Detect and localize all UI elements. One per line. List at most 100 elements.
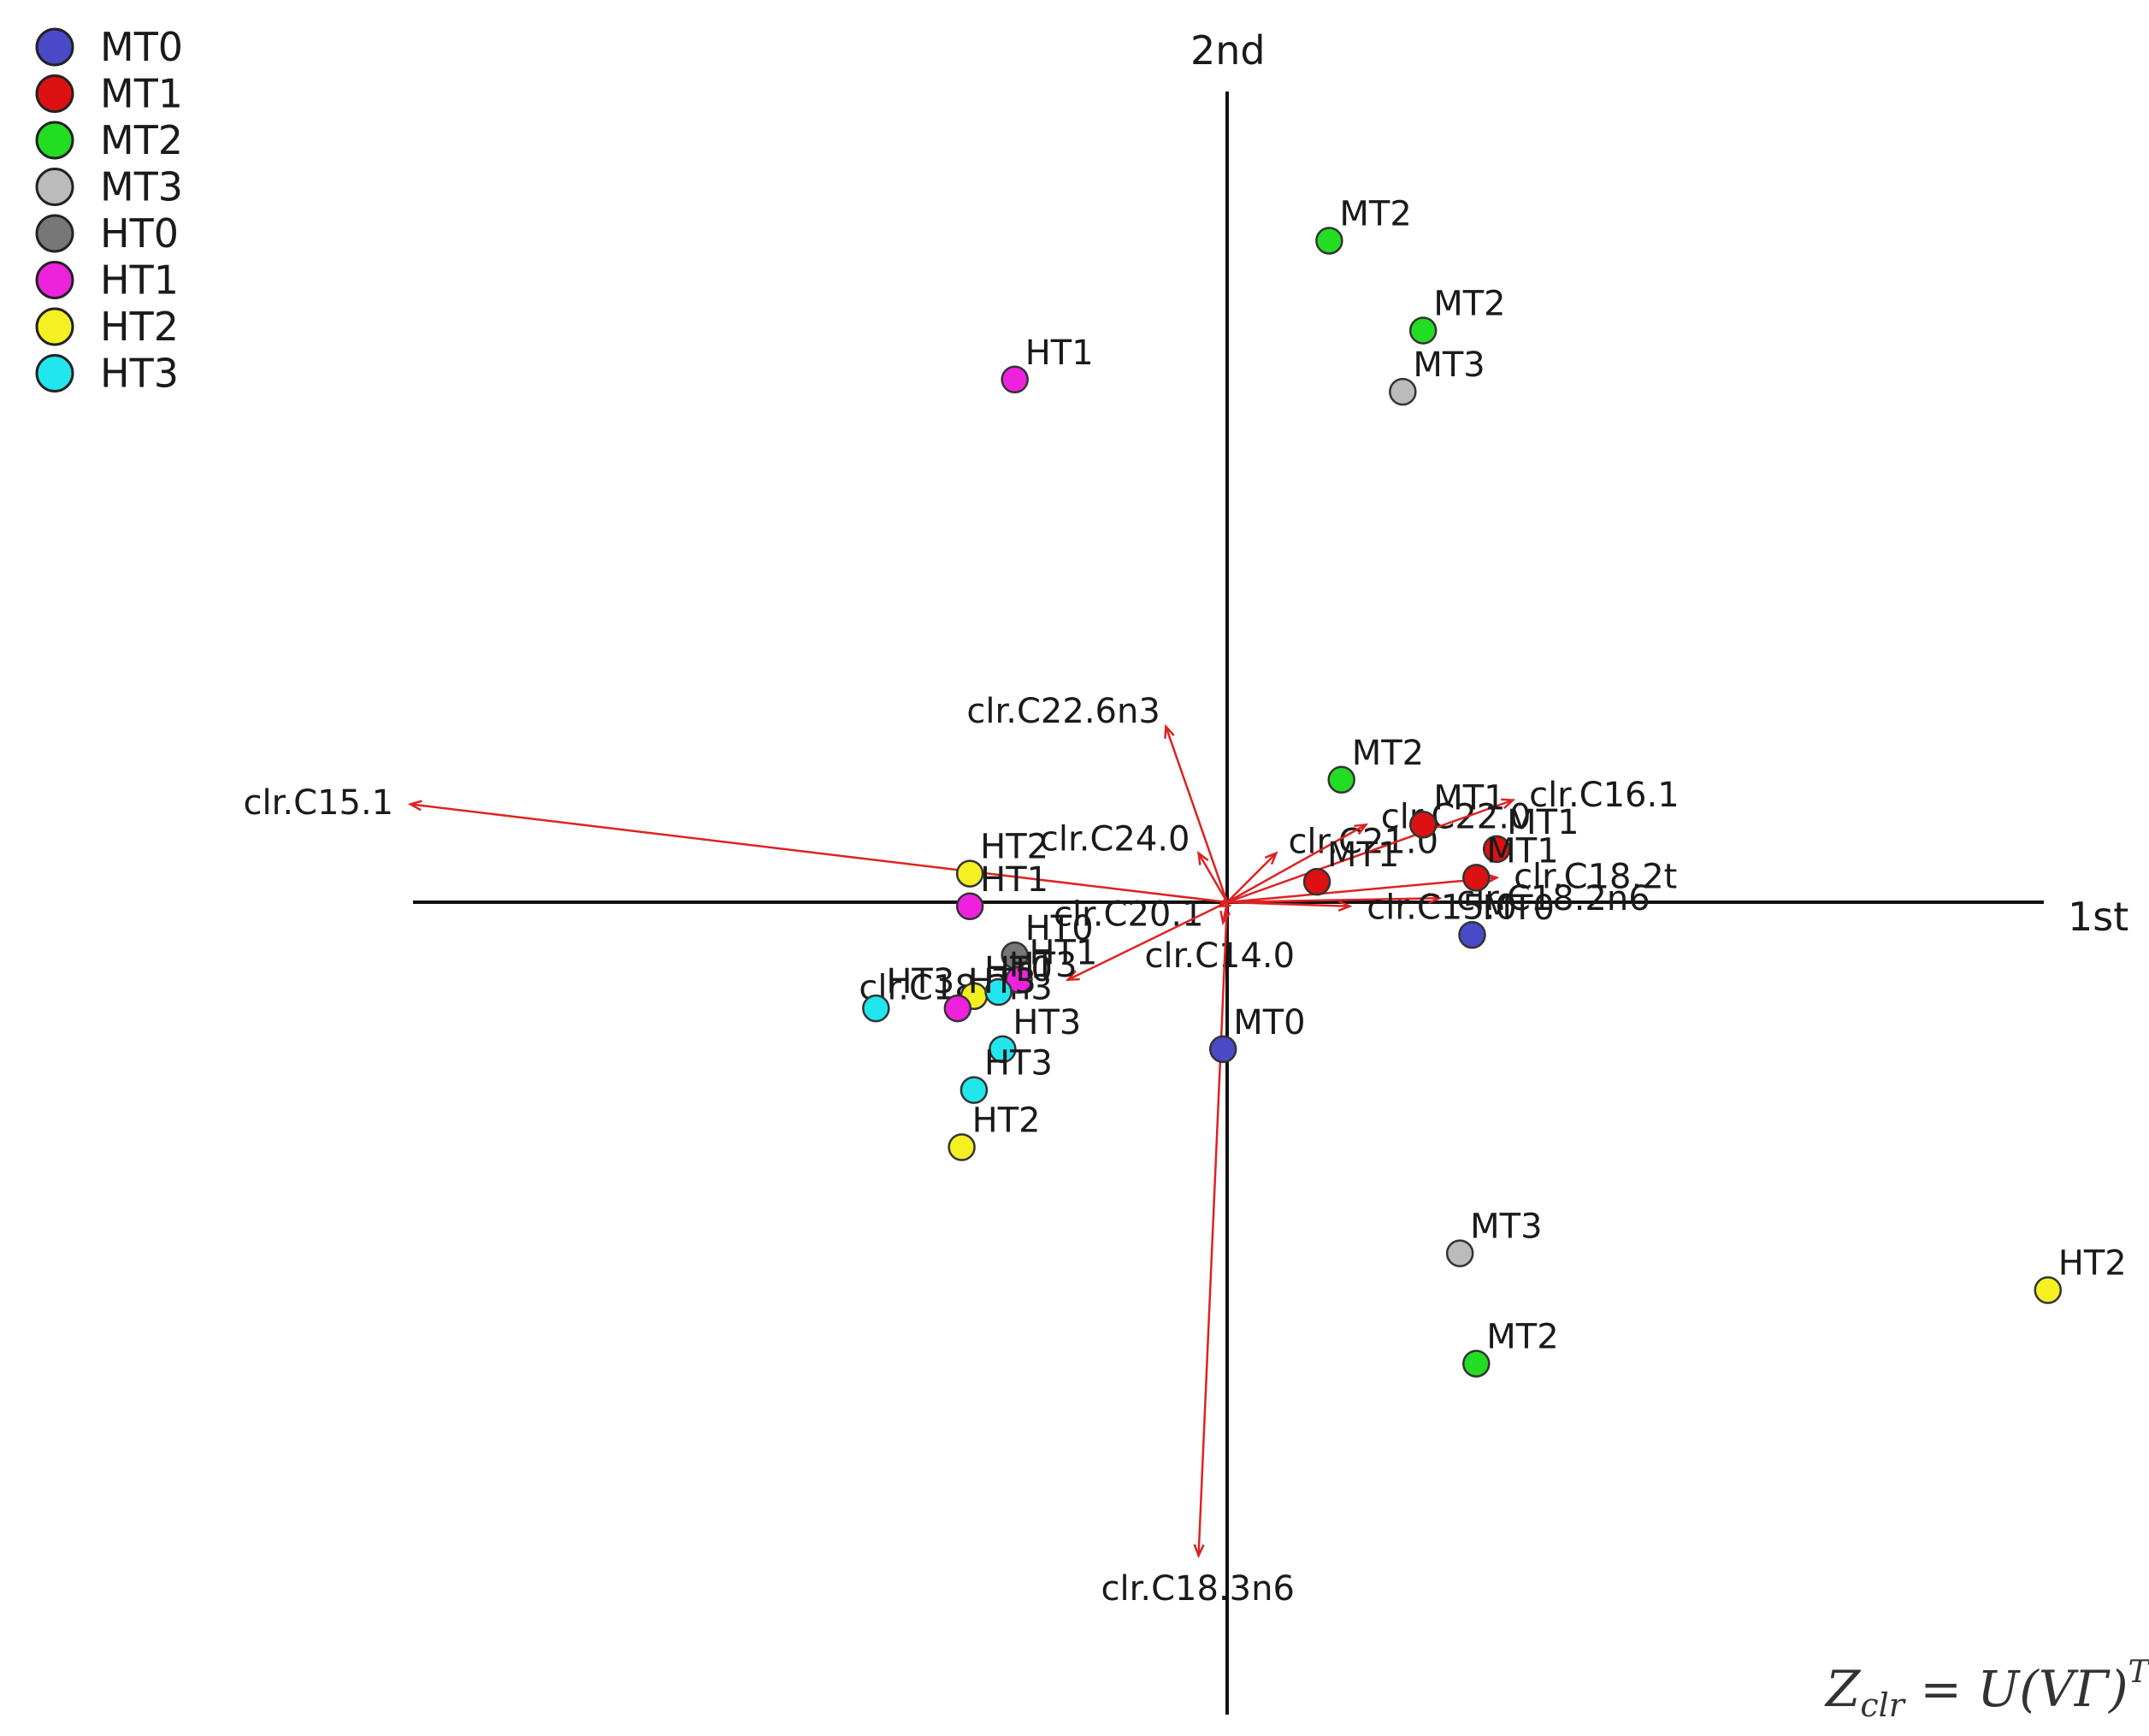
legend-label-ht2: HT2 xyxy=(100,304,179,350)
point-mt1 xyxy=(1462,864,1491,892)
point-mt1 xyxy=(1408,811,1438,839)
point-mt1 xyxy=(1302,867,1331,896)
legend-label-mt3: MT3 xyxy=(100,164,183,210)
loading-arrow xyxy=(410,803,1228,904)
legend-marker-mt0 xyxy=(35,27,74,67)
formula-subscript: clr xyxy=(1860,1686,1906,1724)
legend-label-mt0: MT0 xyxy=(100,24,183,70)
loading-label: clr.C24.0 xyxy=(1040,819,1190,859)
point-label: HT1 xyxy=(980,860,1048,900)
point-label: MT1 xyxy=(1327,836,1399,875)
loading-label: clr.C14.0 xyxy=(1145,936,1296,976)
loading-label: clr.C18.2t xyxy=(1514,858,1677,897)
loading-arrowhead xyxy=(1164,723,1175,739)
loading-arrow xyxy=(1226,900,1350,908)
point-label: HT1 xyxy=(1025,334,1094,373)
legend-marker-mt1 xyxy=(35,74,74,113)
point-ht2 xyxy=(948,1133,976,1161)
loading-label: clr.C15.1 xyxy=(244,783,394,823)
loading-arrowhead xyxy=(1264,851,1278,865)
loading-arrowhead xyxy=(1427,892,1443,905)
legend-marker-ht0 xyxy=(35,214,74,253)
loading-arrowhead xyxy=(1196,850,1209,865)
loading-label: clr.C22.0 xyxy=(1381,798,1532,837)
loading-arrow xyxy=(1197,901,1229,1556)
point-mt2 xyxy=(1315,227,1343,255)
loading-arrow xyxy=(1226,852,1278,903)
point-label: HT3 xyxy=(1013,1003,1081,1042)
point-mt1 xyxy=(1482,835,1511,864)
point-mt2 xyxy=(1327,765,1355,794)
legend-marker-mt3 xyxy=(35,168,74,206)
point-label: MT2 xyxy=(1433,285,1505,324)
x-axis-label: 1st xyxy=(2068,894,2128,940)
loading-label: clr.C18.2n6 xyxy=(1456,879,1650,918)
point-mt3 xyxy=(1389,377,1417,406)
point-label: MT1 xyxy=(1433,778,1505,818)
loading-arrowhead xyxy=(1065,970,1080,982)
point-mt3 xyxy=(1445,1239,1474,1267)
loading-arrowhead xyxy=(1193,1544,1205,1559)
point-mt0 xyxy=(1458,920,1486,949)
point-ht3 xyxy=(862,994,890,1023)
axes: 1st 2nd xyxy=(413,27,2128,1715)
legend-marker-mt2 xyxy=(35,121,74,160)
point-ht2 xyxy=(955,859,984,888)
point-label: HT1 xyxy=(1029,934,1097,973)
loading-arrowhead xyxy=(407,800,422,812)
point-ht3 xyxy=(959,1076,989,1104)
point-label: MT1 xyxy=(1486,831,1558,871)
point-mt0 xyxy=(1208,1035,1237,1064)
point-label: MT2 xyxy=(1339,194,1411,233)
point-label: MT0 xyxy=(1233,1003,1305,1042)
point-label: HT0 xyxy=(1025,909,1094,948)
legend-label-ht3: HT3 xyxy=(100,351,179,397)
point-label: MT3 xyxy=(1413,345,1485,385)
loading-label: clr.C15.0 xyxy=(1367,888,1517,927)
loading-label: clr.C22.6n3 xyxy=(966,692,1160,731)
formula-rhs: = U(VΓ) xyxy=(1904,1660,2128,1718)
loading-arrowhead xyxy=(1354,823,1369,836)
loading-arrow xyxy=(1197,853,1229,903)
loading-arrowhead xyxy=(1337,900,1353,912)
point-label: MT2 xyxy=(1486,1318,1558,1357)
point-label: MT3 xyxy=(1470,1208,1542,1247)
point-mt2 xyxy=(1408,316,1438,345)
loading-label: clr.C20.1 xyxy=(1054,895,1204,935)
legend-marker-ht2 xyxy=(35,307,74,346)
legend-label-mt1: MT1 xyxy=(100,71,183,117)
loading-arrowhead xyxy=(1501,798,1516,810)
point-label: HT3 xyxy=(1009,946,1077,985)
point-ht2 xyxy=(2034,1276,2063,1304)
loading-arrow xyxy=(1226,799,1514,904)
point-label: HT3 xyxy=(968,962,1036,1001)
formula: Zclr = U(VΓ)T xyxy=(1824,1655,2149,1724)
legend-marker-ht1 xyxy=(35,261,74,299)
point-label: MT0 xyxy=(1483,889,1555,928)
legend-label-ht1: HT1 xyxy=(100,257,179,304)
loading-label: clr.C16.1 xyxy=(1529,776,1680,815)
point-label: HT2 xyxy=(972,1101,1041,1141)
y-axis-label: 2nd xyxy=(1190,27,1266,74)
loading-arrow xyxy=(1165,726,1229,903)
point-label: HT3 xyxy=(886,962,954,1001)
point-ht1 xyxy=(955,892,984,921)
loading-arrow xyxy=(1226,824,1367,904)
point-label: MT1 xyxy=(1507,803,1579,842)
legend-label-mt2: MT2 xyxy=(100,117,183,163)
point-label: MT2 xyxy=(1352,734,1424,773)
point-label: HT3 xyxy=(984,1044,1053,1084)
point-ht3 xyxy=(989,1035,1017,1064)
legend-marker-ht3 xyxy=(35,354,74,393)
point-label: HT2 xyxy=(2058,1244,2127,1284)
formula-lhs: Z xyxy=(1824,1660,1862,1718)
point-ht1 xyxy=(1001,365,1029,394)
loading-arrow xyxy=(1067,900,1228,981)
formula-superscript: T xyxy=(2128,1655,2149,1690)
point-mt2 xyxy=(1462,1349,1491,1378)
legend-label-ht0: HT0 xyxy=(100,210,179,257)
